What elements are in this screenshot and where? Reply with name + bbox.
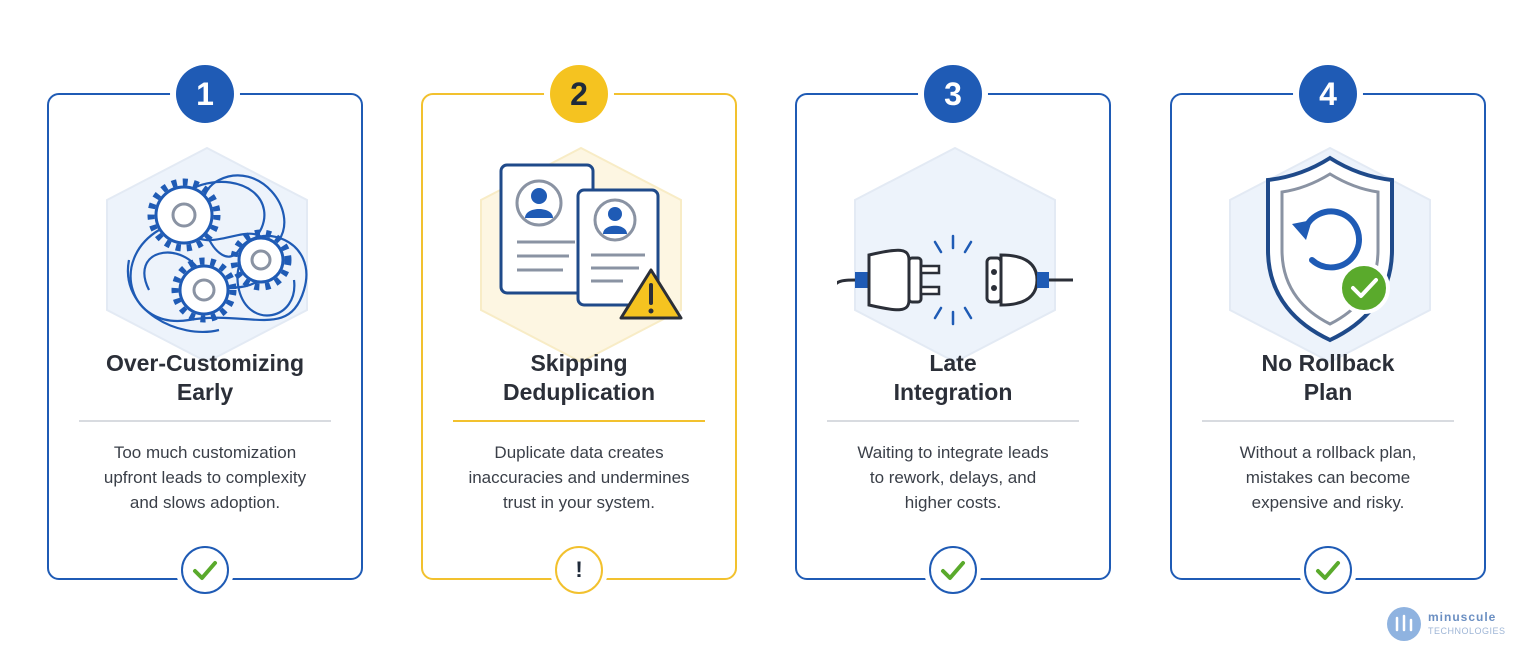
unplugged-connector-icon [837,146,1073,364]
warning-status-icon: ! [555,546,603,594]
check-status-icon [929,546,977,594]
logo-name: minuscule [1428,610,1497,624]
card-skipping-deduplication: 2 Skipping Deduplication Duplicate data … [421,65,737,594]
step-number-badge: 1 [176,65,234,123]
step-number-badge: 3 [924,65,982,123]
divider [1202,420,1454,422]
card-title: Over-Customizing Early [105,350,305,405]
duplicate-records-icon [480,146,683,364]
logo-icon [1387,607,1421,641]
card-late-integration: 3 Late Integration Waiting to integrate … [795,65,1111,594]
divider [79,420,331,422]
card-description: Without a rollback plan, mistakes can be… [1239,443,1417,512]
card-description: Waiting to integrate leads to rework, de… [857,443,1049,512]
tangled-gears-icon [106,146,308,364]
check-status-icon [1304,546,1352,594]
step-number-badge: 4 [1299,65,1357,123]
card-title: Skipping Deduplication [502,350,656,405]
card-no-rollback-plan: 4 No Rollback Plan Without a rollback pl… [1170,65,1486,594]
card-description: Too much customization upfront leads to … [103,443,307,512]
divider [827,420,1079,422]
step-number-badge: 2 [550,65,608,123]
card-over-customizing: 1 Over-Customizing Early Too much [47,65,363,594]
card-description: Duplicate data creates inaccuracies and … [468,443,690,512]
check-status-icon [181,546,229,594]
company-logo: minuscule TECHNOLOGIES [1386,606,1526,646]
rollback-shield-icon [1229,146,1431,364]
card-title: Late Integration [893,350,1013,405]
card-title: No Rollback Plan [1261,350,1395,405]
logo-subtitle: TECHNOLOGIES [1428,626,1506,636]
divider [453,420,705,422]
